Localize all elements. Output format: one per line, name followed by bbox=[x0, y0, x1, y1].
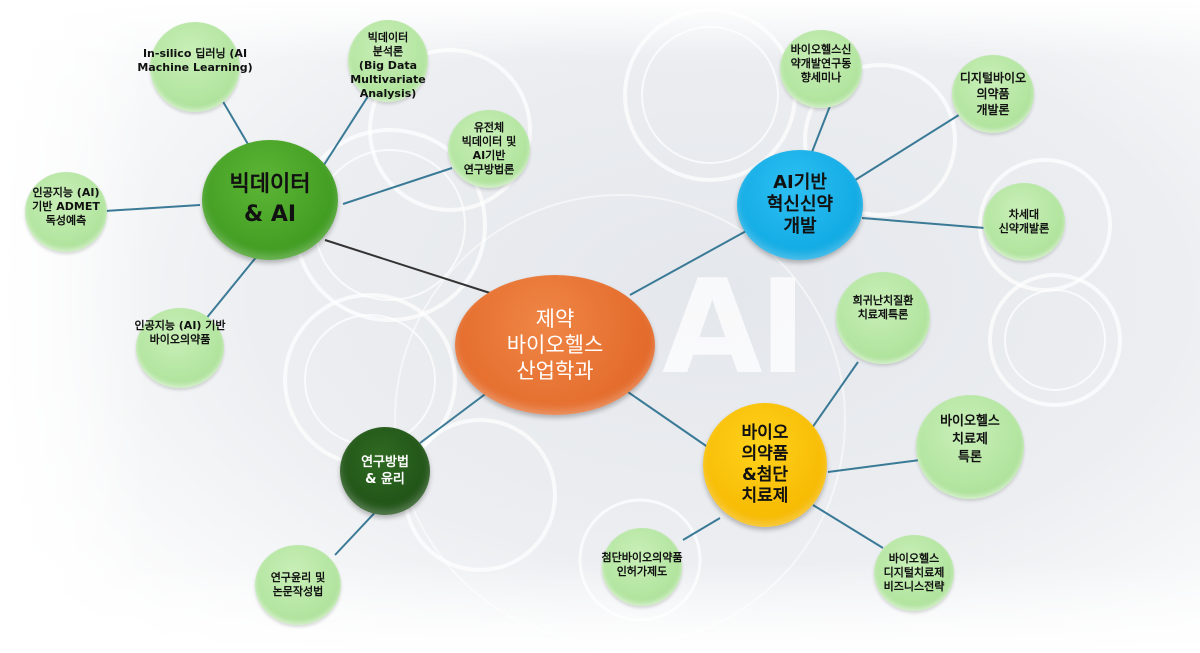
leaf-label: 희귀난치질환 치료제특론 bbox=[852, 294, 914, 321]
link-aidrug-seminar bbox=[811, 105, 831, 153]
leaf-insilico-deep-learning[interactable]: In-silico 딥러닝 (AI Machine Learning) bbox=[137, 22, 253, 112]
fade-overlay bbox=[0, 0, 150, 653]
link-bigdata-admet bbox=[104, 204, 201, 212]
leaf-bigdata-analysis[interactable]: 빅데이터 분석론 (Big Data Multivariate Analysis… bbox=[348, 20, 428, 102]
link-center-research bbox=[419, 391, 489, 444]
link-bio-biotx bbox=[827, 459, 921, 473]
leaf-label: 바이오헬스신 약개발연구동 향세미나 bbox=[790, 43, 852, 84]
leaf-label: 바이오헬스 디지털치료제 비즈니스전략 bbox=[883, 552, 945, 593]
leaf-label: 인공지능 (AI) 기반 ADMET 독성예측 bbox=[32, 186, 100, 227]
leaf-label: 인공지능 (AI) 기반 바이오의약품 bbox=[134, 319, 226, 346]
link-bio-regulation bbox=[682, 517, 721, 541]
link-aidrug-digital bbox=[851, 112, 963, 183]
leaf-digital-biopharma[interactable]: 디지털바이오 의약품 개발론 bbox=[952, 55, 1034, 133]
leaf-label: 차세대 신약개발론 bbox=[998, 208, 1050, 235]
leaf-label: 빅데이터 분석론 (Big Data Multivariate Analysis… bbox=[350, 31, 426, 100]
ai-watermark: AI bbox=[662, 251, 807, 403]
hub-node-ai-drug-development[interactable]: AI기반 혁신신약 개발 bbox=[737, 150, 863, 260]
leaf-research-ethics-writing[interactable]: 연구윤리 및 논문작성법 bbox=[255, 545, 341, 625]
leaf-ai-admet[interactable]: 인공지능 (AI) 기반 ADMET 독성예측 bbox=[25, 172, 107, 252]
link-center-bigdata bbox=[324, 239, 491, 294]
center-node-department[interactable]: 제약 바이오헬스 산업학과 bbox=[455, 275, 655, 415]
leaf-label: 유전체 빅데이터 및 AI기반 연구방법론 bbox=[461, 121, 517, 176]
fade-overlay bbox=[0, 563, 1200, 653]
hub-node-research-ethics[interactable]: 연구방법 & 윤리 bbox=[340, 427, 430, 515]
link-bio-digitaltx bbox=[812, 504, 884, 549]
leaf-regulation[interactable]: 첨단바이오의약품 인허가제도 bbox=[602, 528, 682, 606]
leaf-biohealth-therapeutics[interactable]: 바이오헬스 치료제 특론 bbox=[916, 395, 1024, 499]
hub-node-biopharma-advanced-therapy[interactable]: 바이오 의약품 &첨단 치료제 bbox=[703, 403, 827, 527]
link-bigdata-analysis bbox=[321, 89, 373, 169]
leaf-biohealth-seminar[interactable]: 바이오헬스신 약개발연구동 향세미나 bbox=[780, 30, 862, 108]
leaf-label: In-silico 딥러닝 (AI Machine Learning) bbox=[137, 47, 253, 74]
leaf-label: 바이오헬스 치료제 특론 bbox=[940, 414, 1000, 465]
link-bigdata-genome bbox=[342, 167, 453, 205]
leaf-label: 디지털바이오 의약품 개발론 bbox=[959, 71, 1027, 117]
leaf-genome-bigdata[interactable]: 유전체 빅데이터 및 AI기반 연구방법론 bbox=[448, 110, 530, 188]
hub-node-bigdata-ai[interactable]: 빅데이터 & AI bbox=[202, 140, 338, 260]
leaf-ai-biopharma[interactable]: 인공지능 (AI) 기반 바이오의약품 bbox=[134, 308, 226, 388]
link-aidrug-nextgen bbox=[861, 217, 986, 229]
link-bigdata-aibio bbox=[204, 249, 263, 321]
leaf-label: 연구윤리 및 논문작성법 bbox=[270, 571, 326, 598]
leaf-nextgen-drug[interactable]: 차세대 신약개발론 bbox=[983, 183, 1065, 261]
link-center-aidrug bbox=[629, 229, 749, 296]
link-center-bio bbox=[624, 389, 713, 451]
leaf-digital-therapeutics-strategy[interactable]: 바이오헬스 디지털치료제 비즈니스전략 bbox=[874, 535, 954, 611]
leaf-rare-disease[interactable]: 희귀난치질환 치료제특론 bbox=[836, 272, 930, 364]
leaf-label: 첨단바이오의약품 인허가제도 bbox=[601, 551, 683, 578]
